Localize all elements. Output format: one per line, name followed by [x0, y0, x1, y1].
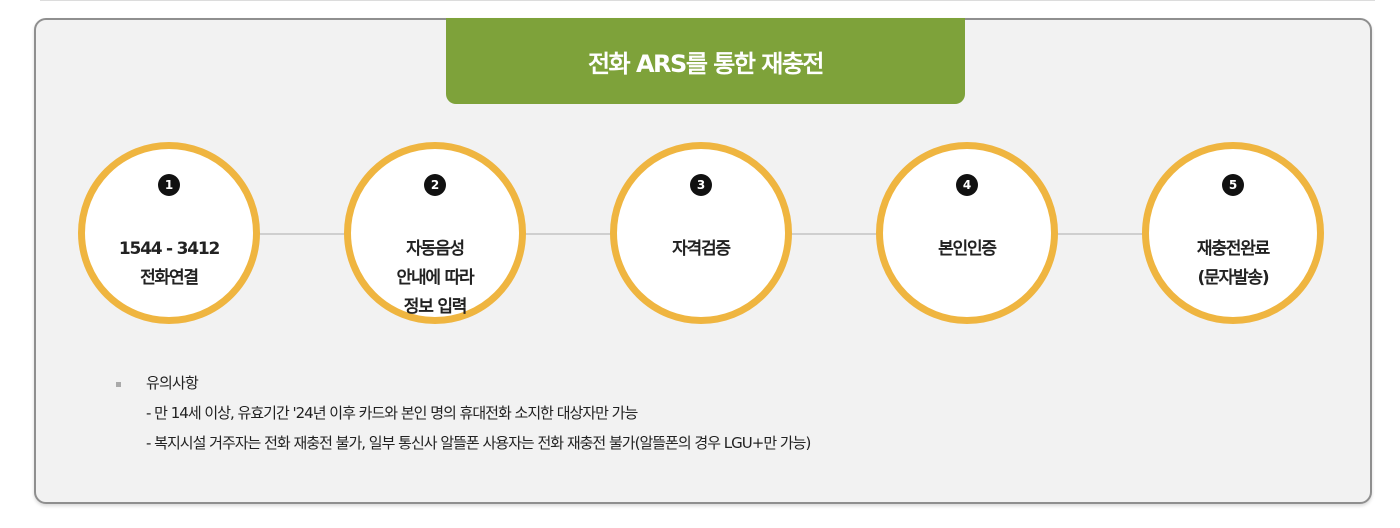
step-number-badge: 2 — [424, 174, 446, 196]
step-4-identity-verification: 4 본인인증 — [876, 142, 1058, 324]
step-2-voice-guide: 2 자동음성 안내에 따라 정보 입력 — [344, 142, 526, 324]
step-3-eligibility-check: 3 자격검증 — [610, 142, 792, 324]
step-label-line: 자격검증 — [672, 239, 731, 259]
step-label-line: 안내에 따라 — [396, 268, 475, 288]
step-label-line: 전화연결 — [140, 268, 199, 288]
step-label: 본인인증 — [883, 235, 1051, 264]
notes-heading: 유의사항 — [146, 374, 199, 392]
step-label-line: 본인인증 — [938, 239, 997, 259]
step-label: 1544 - 3412 전화연결 — [85, 235, 253, 293]
note-item: - 복지시설 거주자는 전화 재충전 불가, 일부 통신사 알뜰폰 사용자는 전… — [146, 434, 811, 452]
ars-recharge-panel: 전화 ARS를 통한 재충전 1 1544 - 3412 전화연결 2 자동음성… — [34, 18, 1372, 504]
step-number-badge: 3 — [690, 174, 712, 196]
square-bullet-icon — [116, 382, 121, 387]
step-label-line: (문자발송) — [1197, 268, 1270, 288]
step-label-line: 자동음성 — [406, 239, 465, 259]
step-1-phone-call: 1 1544 - 3412 전화연결 — [78, 142, 260, 324]
step-label-line: 정보 입력 — [403, 297, 468, 317]
step-label: 자격검증 — [617, 235, 785, 264]
step-5-recharge-complete: 5 재충전완료 (문자발송) — [1142, 142, 1324, 324]
title-tab: 전화 ARS를 통한 재충전 — [446, 18, 965, 104]
page-title: 전화 ARS를 통한 재충전 — [587, 49, 825, 78]
note-item: - 만 14세 이상, 유효기간 '24년 이후 카드와 본인 명의 휴대전화 … — [146, 404, 638, 422]
step-label: 자동음성 안내에 따라 정보 입력 — [351, 235, 519, 322]
step-number-badge: 4 — [956, 174, 978, 196]
step-number-badge: 1 — [158, 174, 180, 196]
step-label: 재충전완료 (문자발송) — [1149, 235, 1317, 293]
step-number-badge: 5 — [1222, 174, 1244, 196]
step-label-line: 1544 - 3412 — [118, 239, 221, 259]
step-label-line: 재충전완료 — [1196, 239, 1270, 259]
top-divider — [40, 0, 1375, 1]
